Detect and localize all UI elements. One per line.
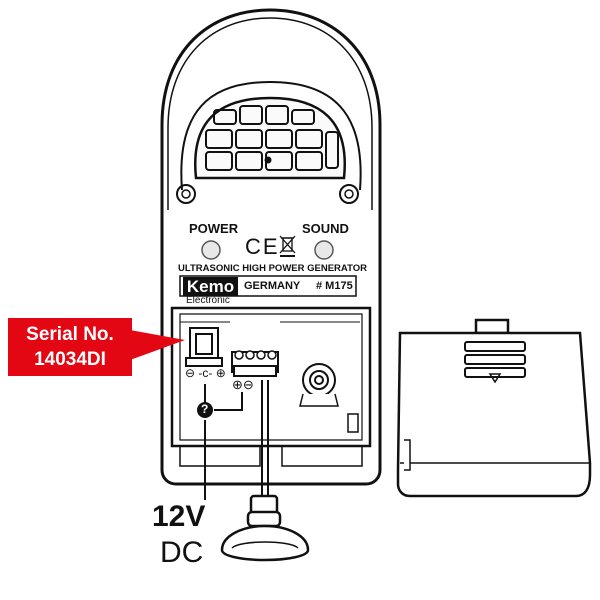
potentiometer-icon [299,363,339,407]
weee-bin-icon [279,235,296,257]
question-mark-text: ? [201,402,209,416]
terminal-compartment [170,306,372,467]
terminal-polarity-label: ⊕⊖ [232,377,254,392]
dc-jack-icon [185,327,223,367]
arrow-down-icon [488,373,502,384]
supply-voltage: 12V [152,500,206,533]
side-slot [347,413,359,433]
suction-cup-icon [220,494,310,562]
brand-subtitle: Electronic [186,295,230,306]
battery-cover [396,318,592,498]
brand-logo: Kemo [183,277,238,296]
serial-pointer [130,330,185,360]
country-label: GERMANY [244,280,301,292]
device-subtitle: ULTRASONIC HIGH POWER GENERATOR [178,263,367,274]
speaker-grille-icon [176,80,362,204]
power-led-icon [201,240,221,260]
label-plate [179,275,357,297]
question-mark-icon [197,402,213,418]
serial-number: 14034DI [34,349,106,370]
ce-mark-icon: CE [245,234,280,259]
serial-title: Serial No. [26,324,114,345]
dc-polarity-label: ⊖ -c- ⊕ [185,366,226,380]
model-label: # M175 [316,280,353,292]
serial-callout: Serial No. 14034DI [8,318,132,376]
screw-terminal-icon [231,350,279,377]
power-label: POWER [189,221,239,236]
supply-type: DC [160,536,204,569]
wiring [204,380,269,500]
sound-led-icon [314,240,334,260]
sound-label: SOUND [302,221,349,236]
